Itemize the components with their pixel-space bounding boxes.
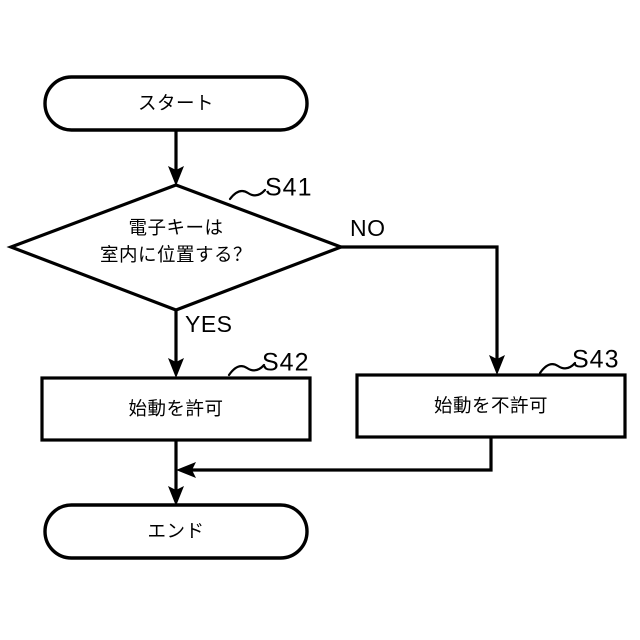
node-process-deny[interactable]: 始動を不許可: [355, 373, 627, 439]
connector-deny-to-merge: [176, 437, 493, 478]
deny-box-shape: [355, 373, 627, 439]
step-label-s43-group: S43: [538, 346, 619, 375]
deny-box-label: 始動を不許可: [434, 396, 548, 417]
step-label-s42: S42: [262, 349, 309, 377]
arrow-head-left-to-merge: [176, 462, 196, 478]
leader-line-s42: [227, 363, 266, 377]
node-start[interactable]: スタート: [43, 75, 309, 132]
permit-box-label: 始動を許可: [128, 399, 223, 420]
arrow-head-down-to-end: [168, 486, 184, 506]
start-terminal-label: スタート: [138, 94, 214, 115]
decision-label-line2: 室内に位置する？: [100, 245, 252, 266]
node-decision[interactable]: 電子キーは 室内に位置する？: [6, 183, 346, 312]
connector-start-to-decision: [168, 130, 184, 186]
end-terminal-shape: [43, 503, 309, 560]
branch-label-yes: YES: [185, 311, 233, 337]
branch-label-no: NO: [350, 215, 386, 241]
step-label-s43: S43: [572, 346, 619, 374]
node-end[interactable]: エンド: [43, 503, 309, 560]
arrow-head-down-to-permit: [168, 358, 184, 378]
step-label-s41-group: S41: [228, 174, 312, 202]
connector-no-branch: [341, 245, 505, 375]
node-process-permit[interactable]: 始動を許可: [40, 376, 312, 442]
step-label-s41: S41: [265, 174, 312, 202]
connector-permit-to-end: [168, 440, 184, 506]
permit-box-shape: [40, 376, 312, 442]
arrow-head-down-to-deny: [489, 355, 505, 375]
connector-yes-branch: [168, 310, 184, 378]
end-terminal-label: エンド: [147, 522, 204, 543]
leader-line-s41: [228, 188, 267, 201]
arrow-head-down-to-decision: [168, 166, 184, 186]
step-label-s42-group: S42: [227, 349, 309, 377]
leader-line-s43: [538, 361, 577, 375]
decision-label-line1: 電子キーは: [128, 218, 223, 239]
